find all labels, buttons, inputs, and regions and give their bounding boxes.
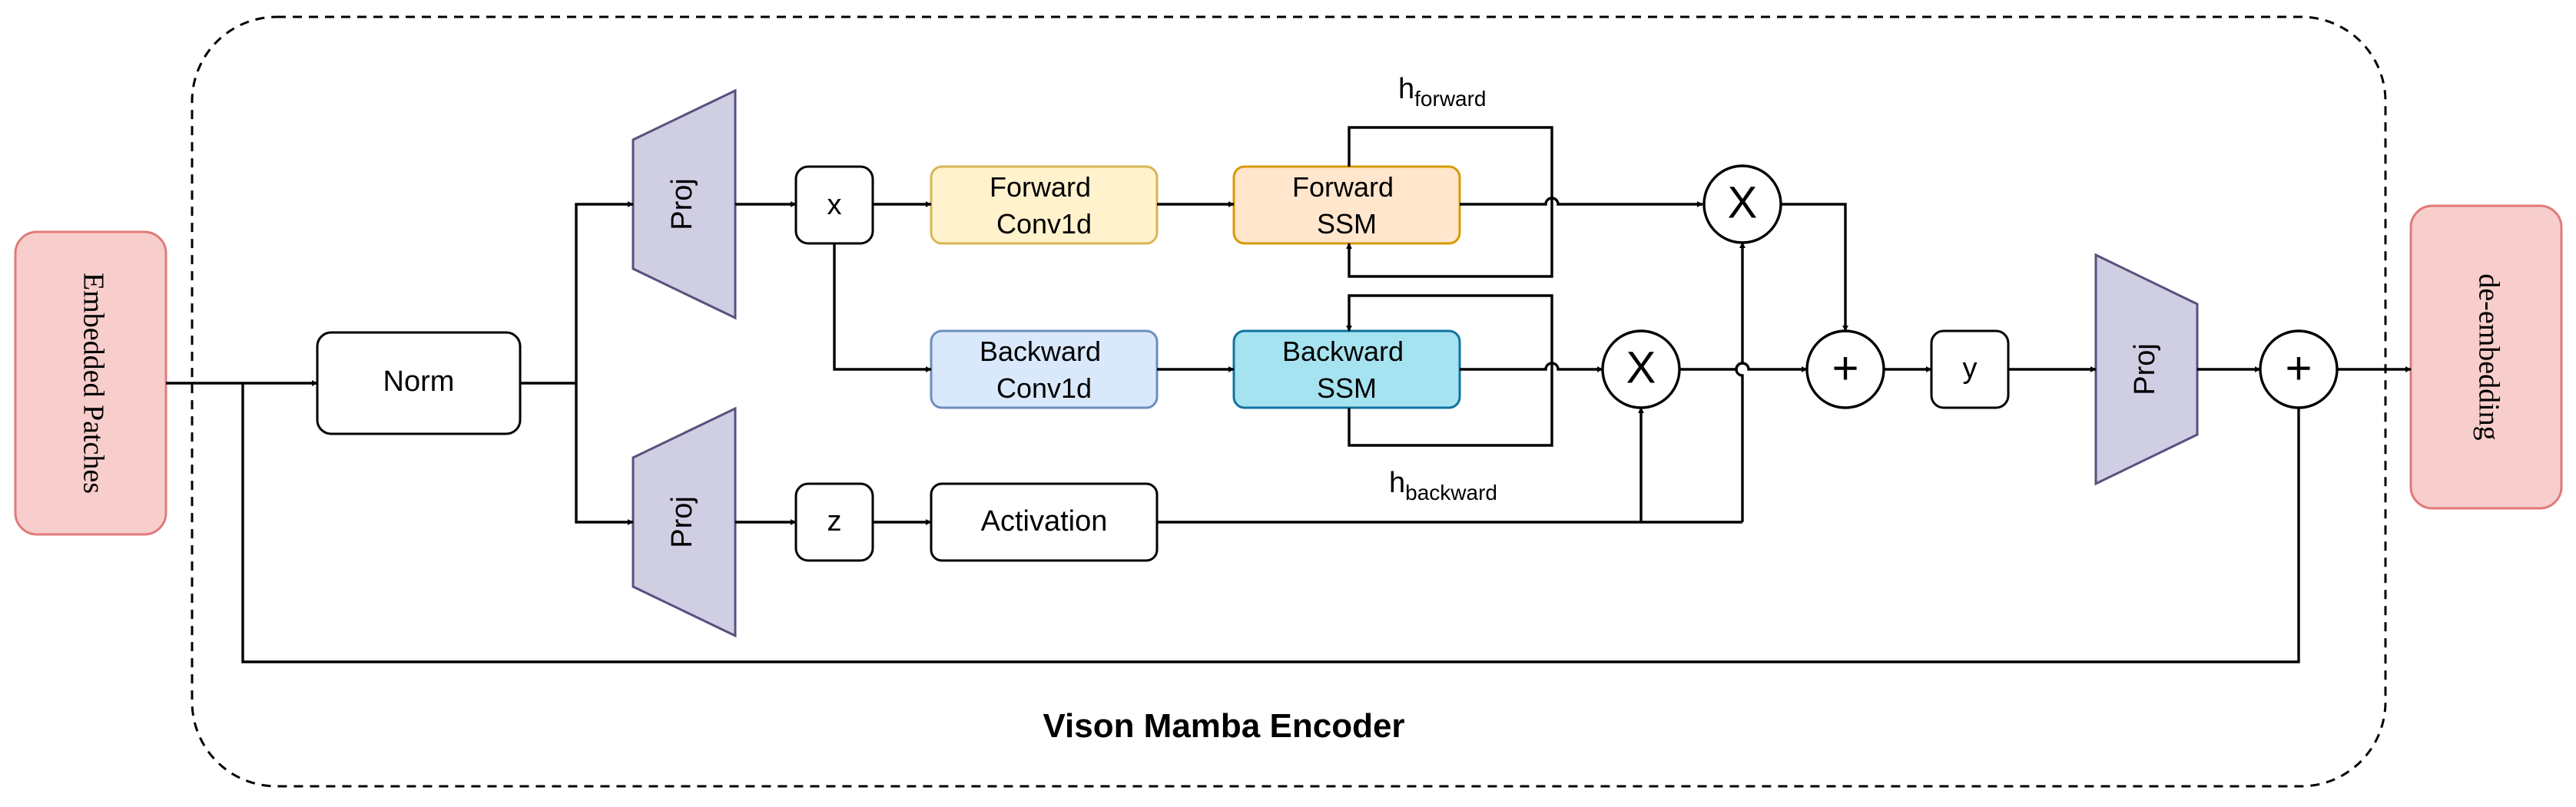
proj-out-label: Proj <box>2129 343 2161 395</box>
upper-multiply-symbol: X <box>1728 177 1758 227</box>
lower-multiply-circle <box>1601 329 1681 409</box>
upper-multiply-node: X <box>1702 164 1782 244</box>
backward-conv1d-line1: Backward <box>980 336 1101 367</box>
wire-h-forward-loop <box>1346 126 1553 278</box>
proj-top-label: Proj <box>666 178 698 230</box>
encoder-title: Vison Mamba Encoder <box>1043 707 1404 745</box>
h-backward-label: hbackward <box>1389 467 1497 504</box>
middle-add-symbol: + <box>1832 342 1858 394</box>
de-embedding-box <box>2409 204 2563 510</box>
wire-gate-upper-mul <box>1735 242 1746 522</box>
connection-wires <box>166 126 2412 663</box>
activation-label: Activation <box>981 505 1108 537</box>
h-forward-base: h <box>1398 73 1414 105</box>
wire-umul-add <box>1781 203 1848 332</box>
final-add-circle <box>2259 329 2339 409</box>
embedded-patches-label: Embedded Patches <box>77 273 109 494</box>
proj-bottom-label: Proj <box>666 496 698 548</box>
encoder-boundary <box>191 15 2387 788</box>
backward-conv1d-label: Backward Conv1d <box>980 336 1109 404</box>
lower-multiply-symbol: X <box>1626 342 1656 392</box>
wire-norm-proj-bottom <box>575 383 634 525</box>
wire-bssm-mul <box>1460 362 1603 372</box>
norm-label: Norm <box>383 365 455 398</box>
middle-add-circle <box>1805 329 1885 409</box>
forward-ssm-line1: Forward <box>1292 171 1394 203</box>
forward-conv1d-label: Forward Conv1d <box>990 171 1099 240</box>
backward-ssm-line2: SSM <box>1317 372 1377 404</box>
wire-h-backward-loop <box>1346 294 1553 447</box>
h-backward-base: h <box>1389 467 1405 499</box>
de-embedding-block: de-embedding <box>2409 204 2563 510</box>
lower-multiply-node: X <box>1601 329 1681 409</box>
h-forward-sub: forward <box>1414 87 1486 111</box>
x-label: x <box>827 189 842 221</box>
wire-norm-proj-top <box>575 201 634 383</box>
h-forward-label: hforward <box>1398 73 1487 111</box>
z-label: z <box>827 505 842 537</box>
backward-ssm-label: Backward SSM <box>1282 336 1411 404</box>
final-add-symbol: + <box>2285 342 2312 394</box>
wire-fssm-mul <box>1460 197 1703 207</box>
proj-bottom-trapezoid <box>632 406 737 638</box>
wire-residual <box>241 383 2302 663</box>
wire-lmul-add <box>1679 362 1808 372</box>
wire-x-bconv <box>833 243 932 372</box>
forward-ssm-line2: SSM <box>1317 208 1377 240</box>
h-backward-sub: backward <box>1405 481 1497 504</box>
backward-ssm-line1: Backward <box>1282 336 1404 367</box>
backward-conv1d-line2: Conv1d <box>996 372 1092 404</box>
forward-ssm-label: Forward SSM <box>1292 171 1401 240</box>
de-embedding-label: de-embedding <box>2472 273 2505 440</box>
forward-conv1d-line1: Forward <box>990 171 1091 203</box>
final-add-node: + <box>2259 329 2339 409</box>
proj-out-trapezoid <box>2094 253 2199 486</box>
upper-multiply-circle <box>1702 164 1782 244</box>
proj-top-trapezoid <box>632 88 737 320</box>
y-label: y <box>1963 352 1978 385</box>
forward-conv1d-line2: Conv1d <box>996 208 1092 240</box>
middle-add-node: + <box>1805 329 1885 409</box>
embedded-patches-block: Embedded Patches <box>14 230 167 536</box>
